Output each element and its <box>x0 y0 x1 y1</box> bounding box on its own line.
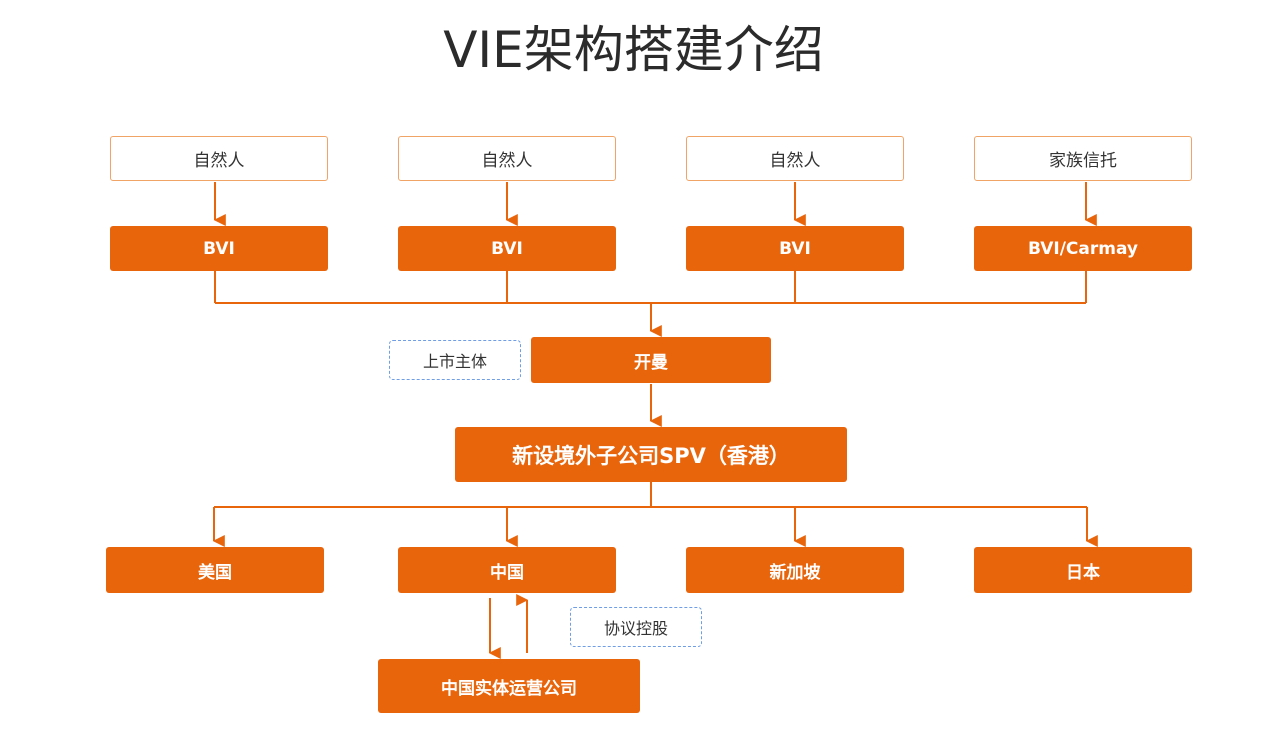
listed-entity-label: 上市主体 <box>389 340 521 380</box>
shareholder-box-3: 自然人 <box>686 136 904 181</box>
country-box-china: 中国 <box>398 547 616 593</box>
country-box-usa: 美国 <box>106 547 324 593</box>
shareholder-box-4: 家族信托 <box>974 136 1192 181</box>
bvi-box-2: BVI <box>398 226 616 271</box>
shareholder-box-2: 自然人 <box>398 136 616 181</box>
agreement-control-label: 协议控股 <box>570 607 702 647</box>
country-box-singapore: 新加坡 <box>686 547 904 593</box>
china-operating-company-box: 中国实体运营公司 <box>378 659 640 713</box>
bvi-box-1: BVI <box>110 226 328 271</box>
cayman-box: 开曼 <box>531 337 771 383</box>
shareholder-box-1: 自然人 <box>110 136 328 181</box>
country-box-japan: 日本 <box>974 547 1192 593</box>
bvi-box-3: BVI <box>686 226 904 271</box>
diagram-title: VIE架构搭建介绍 <box>443 21 824 79</box>
spv-box: 新设境外子公司SPV（香港） <box>455 427 847 482</box>
bvi-box-4: BVI/Carmay <box>974 226 1192 271</box>
